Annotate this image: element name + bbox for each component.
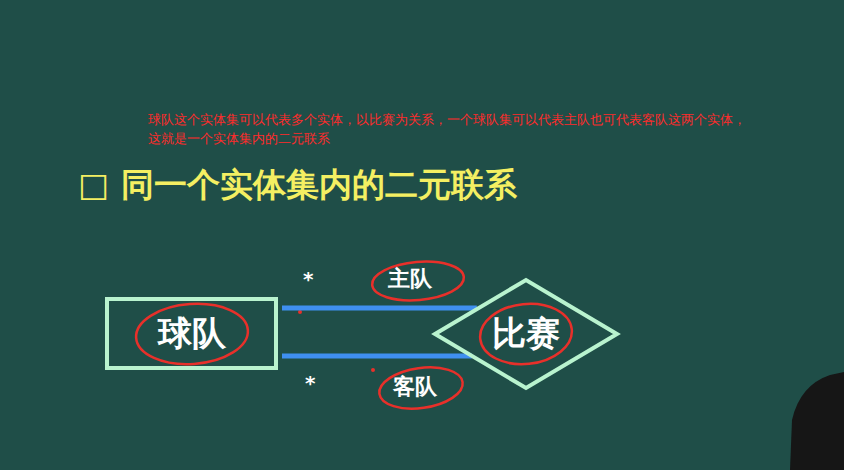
- annotation-note: 球队这个实体集可以代表多个实体，以比赛为关系，一个球队集可以代表主队也可代表客队…: [148, 110, 748, 148]
- red-circle-mark: [371, 258, 466, 304]
- relationship-line: [282, 354, 472, 359]
- multiplicity-star: *: [303, 268, 313, 290]
- entity-box: 球队: [105, 297, 278, 370]
- role-label: 客队: [393, 374, 437, 400]
- node-label: 比赛: [492, 315, 560, 352]
- red-circle-mark: [134, 300, 250, 368]
- node-label: 球队: [158, 315, 226, 352]
- relationship-diamond: 比赛: [433, 278, 619, 390]
- relationship-line: [282, 306, 477, 311]
- red-circle-mark: [377, 362, 466, 413]
- red-dot-mark: [298, 310, 302, 314]
- diamond-outline-shape: [435, 280, 617, 388]
- multiplicity-star: *: [305, 372, 315, 394]
- presenter-silhouette: [790, 372, 844, 470]
- red-dot-mark: [371, 368, 375, 372]
- red-circle-mark: [477, 299, 575, 368]
- role-label: 主队: [388, 266, 432, 292]
- slide-title: □ 同一个实体集内的二元联系: [78, 163, 517, 208]
